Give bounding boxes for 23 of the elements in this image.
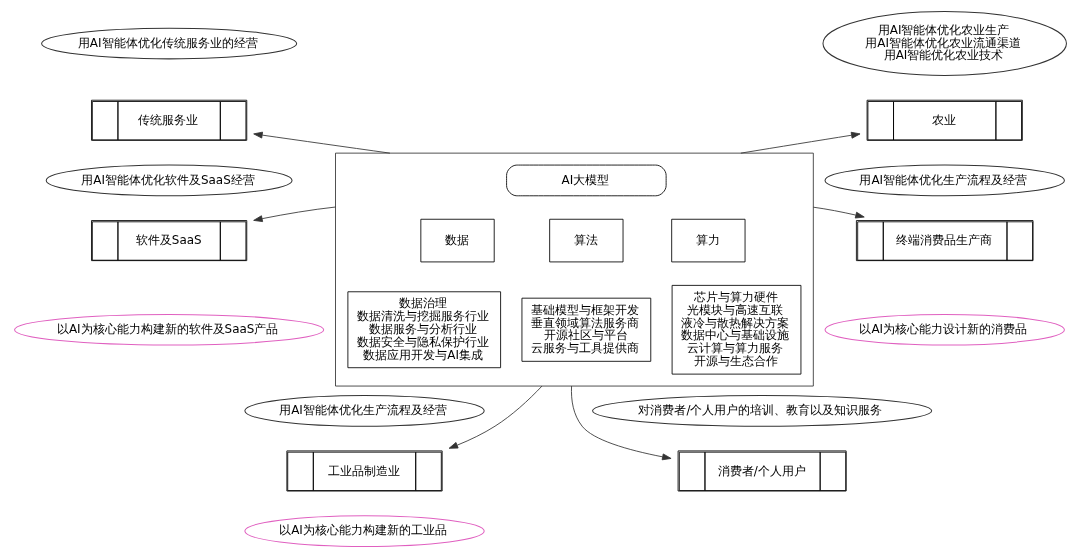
node-box: 数据 [419, 218, 495, 263]
node-box: 数据治理 数据清洗与挖掘服务行业 数据服务与分析行业 数据安全与隐私保护行业 数据应用开发与AI集成 [346, 291, 501, 369]
node-ellipse: 以AI为核心能力构建新的工业品 [243, 515, 485, 547]
node-box: 算法 [548, 218, 623, 263]
node-ellipse: 以AI为核心能力设计新的消费品 [824, 313, 1065, 346]
node-box: 基础模型与框架开发 垂直领域算法服务商 开源社区与平台 云服务与工具提供商 [521, 297, 651, 362]
node-ellipse: 对消费者/个人用户的培训、教育以及知识服务 [591, 394, 932, 427]
node-ellipse: 用AI智能体优化软件及SaaS经营 [45, 164, 293, 197]
arrow [252, 131, 390, 154]
arrow [570, 385, 671, 461]
node-box: AI大模型 [505, 164, 667, 197]
arrow [812, 206, 865, 219]
node-ellipse: 用AI智能体优化传统服务业的经营 [40, 27, 297, 60]
node-ellipse: 用AI智能体优化生产流程及经营 [243, 394, 485, 427]
arrow [252, 206, 336, 223]
cluster [334, 152, 814, 387]
arrow [448, 385, 542, 449]
node-ellipse: 用AI智能体优化农业生产 用AI智能体优化农业流通渠道 用AI智能优化农业技术 [821, 11, 1067, 76]
node-ellipse: 用AI智能体优化生产流程及经营 [824, 164, 1065, 197]
node-box: 算力 [670, 218, 745, 263]
node-ellipse: 以AI为核心能力构建新的软件及SaaS产品 [13, 313, 324, 346]
node-box: 芯片与算力硬件 光模块与高速互联 液冷与散热解决方案 数据中心与基础设施 云计算与算力服务 开源与生态合作 [671, 284, 801, 375]
arrow [739, 131, 860, 154]
